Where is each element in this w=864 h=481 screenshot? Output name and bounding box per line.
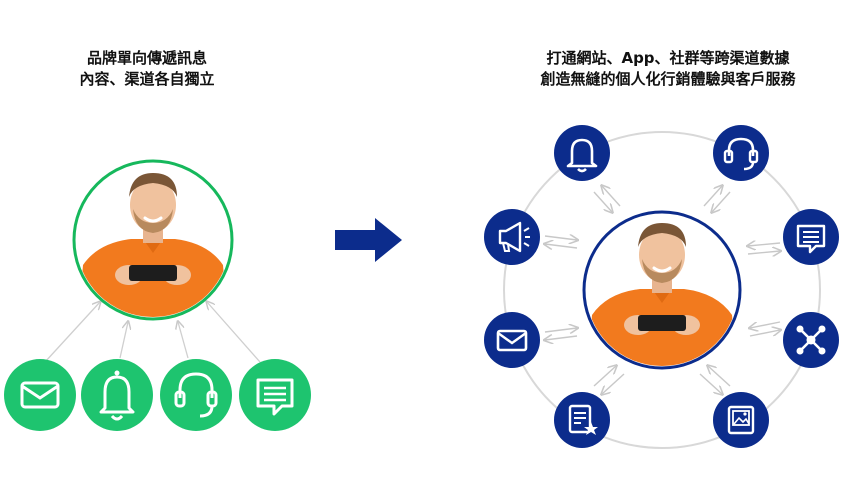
chat-icon[interactable] xyxy=(239,359,311,431)
right-hub-avatar xyxy=(582,210,742,370)
left-caption-line2: 內容、渠道各自獨立 xyxy=(79,70,215,88)
image-icon[interactable] xyxy=(713,392,769,448)
chat-icon[interactable] xyxy=(783,209,839,265)
left-hub-avatar xyxy=(72,159,234,321)
envelope-icon[interactable] xyxy=(484,312,540,368)
right-caption-line2: 創造無縫的個人化行銷體驗與客戶服務 xyxy=(540,70,796,88)
network-icon[interactable] xyxy=(783,312,839,368)
headset-icon[interactable] xyxy=(713,125,769,181)
left-diagram xyxy=(4,159,311,431)
right-diagram xyxy=(484,125,839,449)
envelope-icon[interactable] xyxy=(4,359,76,431)
left-caption: 品牌單向傳遞訊息 內容、渠道各自獨立 xyxy=(47,48,247,90)
left-connectors xyxy=(44,302,261,363)
right-caption-line1: 打通網站、App、社群等跨渠道數據 xyxy=(546,49,790,67)
headset-icon[interactable] xyxy=(160,359,232,431)
right-connectors xyxy=(545,186,780,394)
star-document-icon[interactable] xyxy=(554,392,610,448)
left-caption-line1: 品牌單向傳遞訊息 xyxy=(86,49,207,67)
bell-icon[interactable] xyxy=(81,359,153,431)
right-caption: 打通網站、App、社群等跨渠道數據 創造無縫的個人化行銷體驗與客戶服務 xyxy=(478,48,858,90)
megaphone-icon[interactable] xyxy=(484,209,540,265)
right-arrow-icon xyxy=(335,218,402,262)
orbit-ring xyxy=(503,131,821,449)
bell-icon[interactable] xyxy=(554,125,610,181)
